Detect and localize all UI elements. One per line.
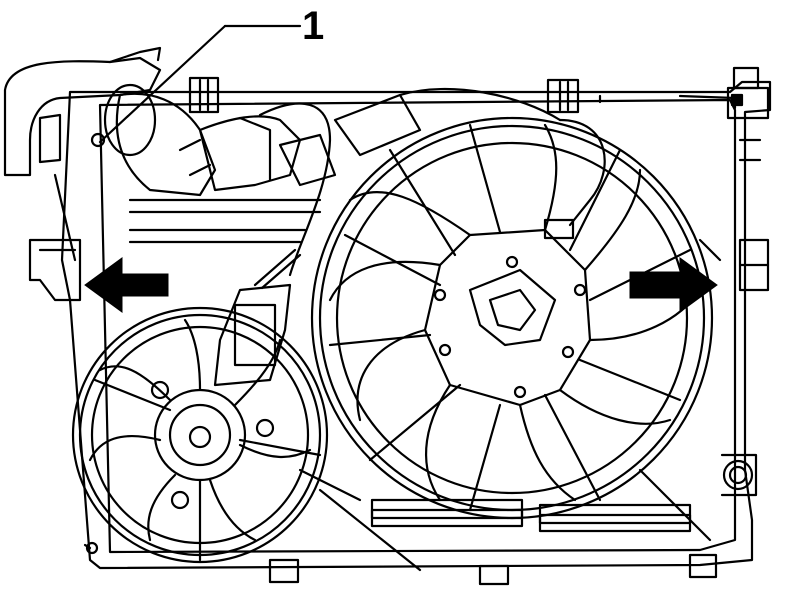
arrow-left-icon <box>84 257 169 313</box>
small-cooling-fan <box>71 306 329 564</box>
fan-control-module <box>213 248 302 387</box>
coolant-hose <box>3 46 302 262</box>
callout-number: 1 <box>302 4 325 48</box>
frame-lines <box>298 238 722 572</box>
arrow-right-icon <box>629 257 718 313</box>
wiring-harness <box>258 87 606 277</box>
shroud-ribs <box>128 198 322 244</box>
radiator-shroud <box>28 66 772 586</box>
callout-leader <box>98 24 302 144</box>
large-cooling-fan <box>310 116 714 520</box>
